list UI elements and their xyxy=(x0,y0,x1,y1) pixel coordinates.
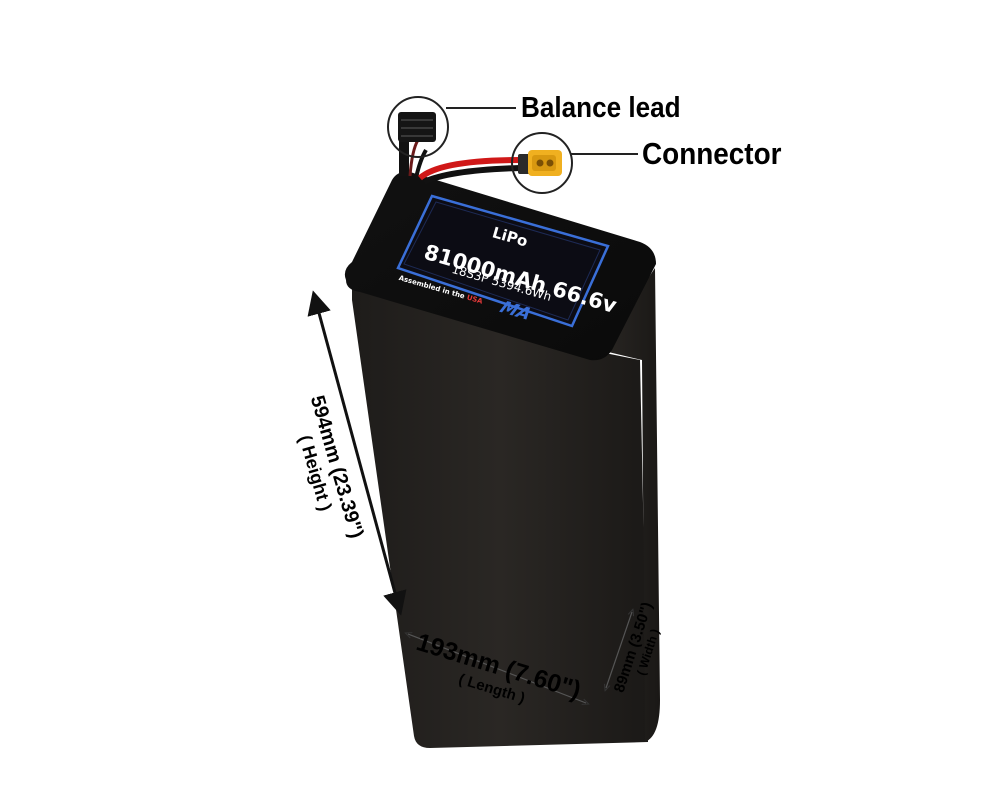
battery-side-face xyxy=(600,268,660,742)
balance-lead-label: Balance lead xyxy=(521,92,681,124)
connector-label: Connector xyxy=(642,136,782,171)
battery-front-face xyxy=(352,280,648,748)
connector-callout-circle xyxy=(511,132,573,194)
wire-bundle xyxy=(399,139,521,185)
battery-label xyxy=(396,194,610,328)
length-dimension-arrow xyxy=(408,634,586,703)
balance-lead-callout-circle xyxy=(387,96,449,158)
height-dimension-arrow xyxy=(307,290,407,616)
balance-lead-plug xyxy=(398,112,436,142)
xt-connector xyxy=(518,150,562,176)
width-dimension-arrow xyxy=(606,612,632,688)
